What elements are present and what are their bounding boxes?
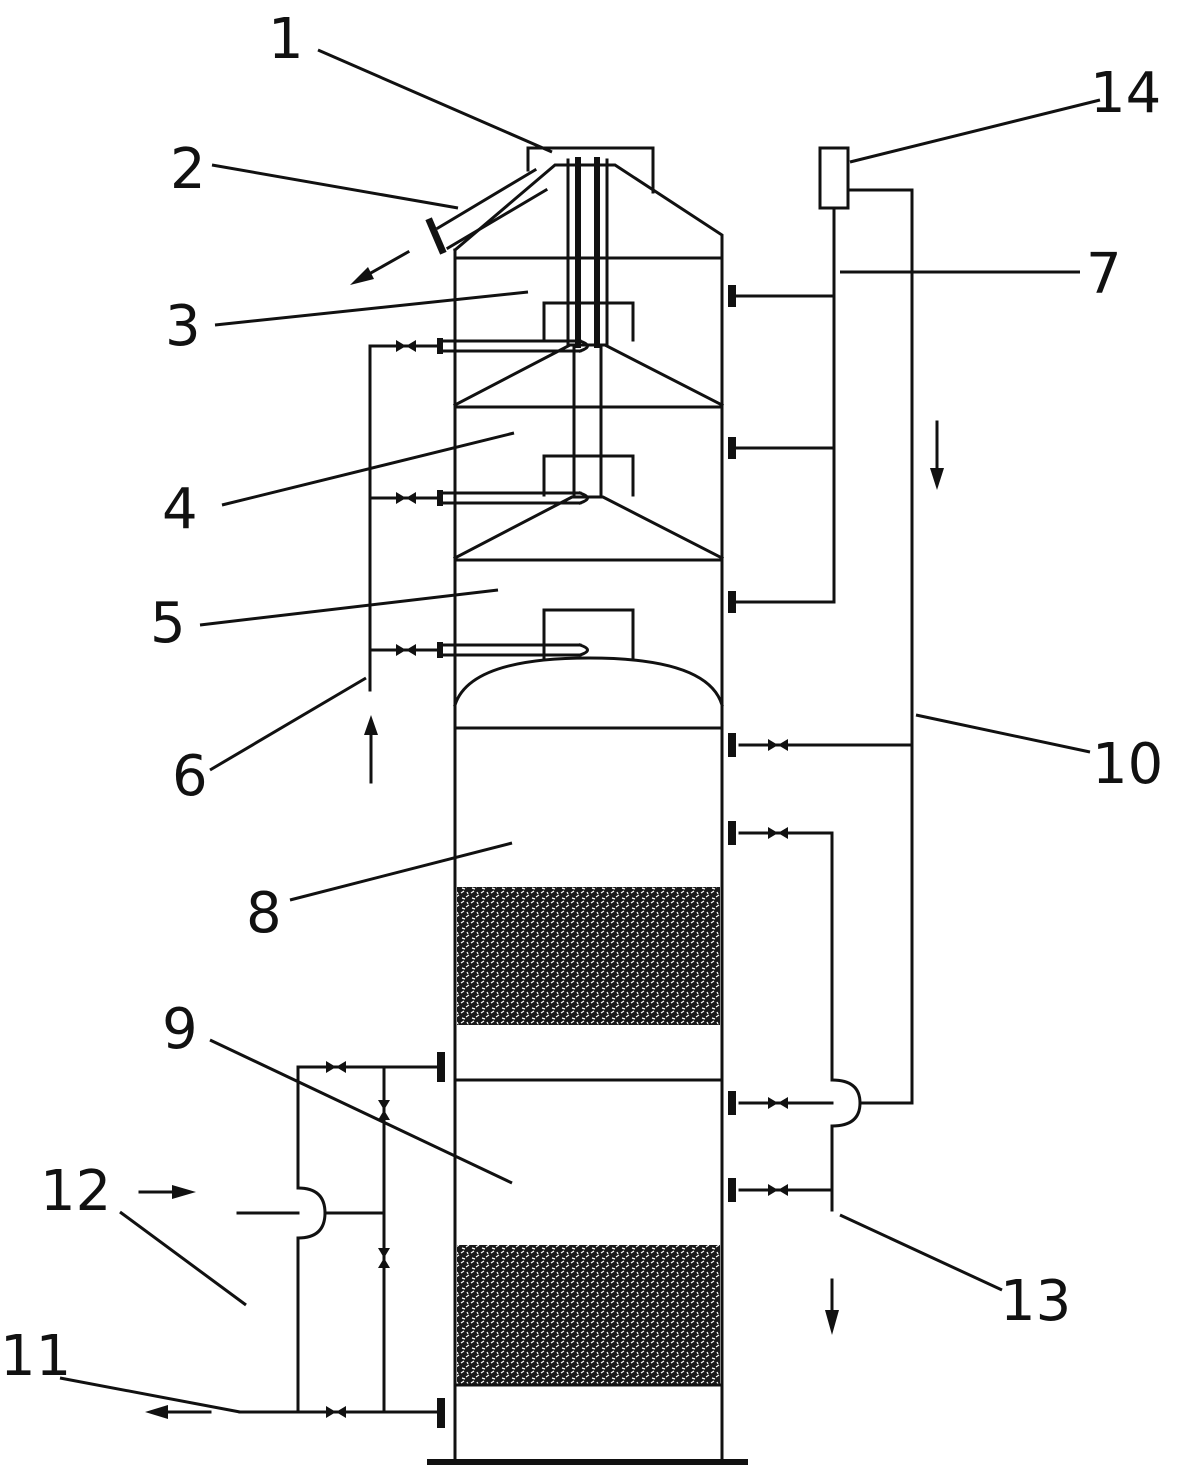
label-4: 4 <box>162 477 198 542</box>
column-shell <box>427 163 748 1465</box>
label-13: 13 <box>1000 1269 1071 1334</box>
stage-5-internals <box>453 608 724 730</box>
liquid-line-7 <box>728 206 836 613</box>
sparger-5 <box>368 642 589 658</box>
label-11: 11 <box>0 1324 71 1389</box>
label-3: 3 <box>165 294 201 359</box>
top-outlet-box <box>526 146 655 194</box>
packing-bed-upper <box>457 887 720 1025</box>
packing-bed-lower <box>457 1245 720 1385</box>
leader-lines <box>59 48 1101 1414</box>
label-6: 6 <box>172 744 208 809</box>
label-12: 12 <box>40 1159 111 1224</box>
sparger-3 <box>368 338 589 354</box>
label-2: 2 <box>170 137 206 202</box>
label-8: 8 <box>246 881 282 946</box>
label-1: 1 <box>268 7 304 72</box>
gas-outlet-arrow <box>350 249 411 285</box>
label-9: 9 <box>162 997 198 1062</box>
central-pipe <box>566 157 609 497</box>
bottom-left-piping <box>138 1052 445 1428</box>
label-group: 1 2 3 4 5 6 7 8 9 10 11 12 13 14 <box>0 7 1163 1389</box>
label-14: 14 <box>1090 61 1161 126</box>
gas-inlet-header <box>364 344 378 784</box>
gas-outlet-pipe <box>425 167 549 255</box>
section-dividers <box>453 1078 724 1387</box>
liquid-line-10 <box>728 188 944 1128</box>
label-10: 10 <box>1092 732 1163 797</box>
stage-3-internals <box>452 301 725 409</box>
stage-4-internals <box>452 454 725 562</box>
outlet-line-13 <box>728 821 839 1335</box>
sparger-4 <box>368 490 589 506</box>
label-7: 7 <box>1086 242 1122 307</box>
label-5: 5 <box>150 591 186 656</box>
